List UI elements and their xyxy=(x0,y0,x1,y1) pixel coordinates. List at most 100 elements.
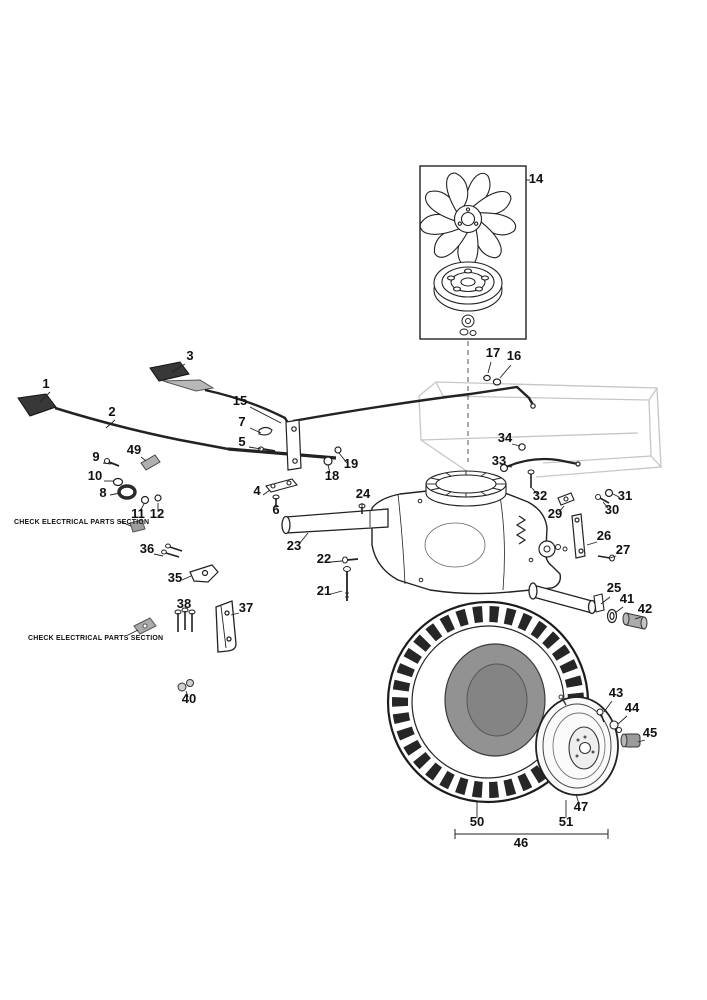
leader-line xyxy=(118,520,132,527)
leader-line xyxy=(637,739,646,743)
part-callout-4: 4 xyxy=(253,483,261,498)
leader-line xyxy=(109,492,121,496)
part-callout-51: 51 xyxy=(559,814,573,829)
leader-line xyxy=(602,501,609,509)
hub-cap-45 xyxy=(620,733,641,748)
leader-line xyxy=(171,363,186,373)
hub-bolt-43 xyxy=(596,708,605,723)
leader-line xyxy=(140,456,147,462)
stud-22 xyxy=(342,556,359,564)
part-callout-36: 36 xyxy=(140,541,154,556)
screws-36 xyxy=(161,543,183,558)
cooling-fan xyxy=(416,169,518,270)
section-note: CHECK ELECTRICAL PARTS SECTION xyxy=(14,519,149,526)
nut-11 xyxy=(140,495,150,505)
part-callout-34: 34 xyxy=(498,430,513,445)
leader-line xyxy=(248,446,262,450)
leader-line xyxy=(575,793,580,805)
leader-line xyxy=(39,391,51,403)
leader-line xyxy=(487,361,492,374)
leader-line xyxy=(330,560,343,563)
cross-shaft xyxy=(227,447,337,460)
leader-line xyxy=(298,532,309,545)
leader-line xyxy=(127,629,139,636)
section-note: CHECK ELECTRICAL PARTS SECTION xyxy=(28,635,163,642)
leader-line xyxy=(327,464,331,474)
part-callout-27: 27 xyxy=(616,542,630,557)
fan-retainer xyxy=(459,314,477,336)
part-callout-29: 29 xyxy=(548,506,562,521)
part-callout-19: 19 xyxy=(344,456,358,471)
nut-34 xyxy=(518,443,526,451)
clip-7 xyxy=(258,426,273,436)
brake-rod xyxy=(204,388,293,429)
part-callout-17: 17 xyxy=(486,345,500,360)
leader-line xyxy=(612,493,620,498)
leader-line xyxy=(614,606,624,614)
tire xyxy=(386,600,590,804)
leader-line xyxy=(262,489,271,496)
leader-line xyxy=(609,555,617,559)
brake-parts xyxy=(515,515,568,558)
support-bracket-15 xyxy=(285,419,302,471)
part-callout-33: 33 xyxy=(492,453,506,468)
washer-10 xyxy=(112,477,124,487)
clutch-pulley xyxy=(433,261,503,312)
leader-line xyxy=(338,452,348,464)
part-callout-31: 31 xyxy=(618,488,632,503)
fan-pulley-detail-box xyxy=(416,165,527,340)
part-callout-35: 35 xyxy=(168,570,182,585)
part-callout-38: 38 xyxy=(177,596,191,611)
bolt-27 xyxy=(597,554,615,562)
part-callout-40: 40 xyxy=(182,691,196,706)
part-callout-1: 1 xyxy=(42,376,49,391)
part-callout-2: 2 xyxy=(108,404,115,419)
part-callout-37: 37 xyxy=(239,600,253,615)
screw-30 xyxy=(595,494,610,504)
brake-lever-33 xyxy=(499,457,581,473)
washer-31 xyxy=(604,488,614,498)
part-callout-3: 3 xyxy=(186,348,193,363)
axle-tube-23 xyxy=(281,508,389,535)
part-callout-21: 21 xyxy=(317,583,331,598)
leader-line xyxy=(330,590,343,595)
part-callout-18: 18 xyxy=(325,468,339,483)
part-callout-43: 43 xyxy=(609,685,623,700)
electrical-bracket-lower xyxy=(133,617,157,635)
transmission-top-pulley xyxy=(425,470,507,507)
bushing-42 xyxy=(622,612,648,630)
part-callout-32: 32 xyxy=(533,488,547,503)
part-callout-8: 8 xyxy=(99,485,106,500)
part-callout-16: 16 xyxy=(507,348,521,363)
part-callout-42: 42 xyxy=(638,601,652,616)
leader-line xyxy=(181,575,192,581)
leader-line xyxy=(139,503,145,512)
hub-washers-44 xyxy=(609,720,623,734)
part-callout-46: 46 xyxy=(514,835,528,850)
part-callout-49: 49 xyxy=(127,442,141,457)
part-callout-45: 45 xyxy=(643,725,657,740)
brake-lever-grip xyxy=(149,361,190,382)
leader-line xyxy=(230,612,240,616)
part-callout-25: 25 xyxy=(607,580,621,595)
washer-41 xyxy=(606,608,618,624)
part-callout-47: 47 xyxy=(574,799,588,814)
leader-line xyxy=(185,690,189,698)
leader-line xyxy=(505,465,513,468)
lever-assembly xyxy=(17,361,342,507)
bolts-38 xyxy=(174,607,196,632)
lever-link-plate xyxy=(162,379,215,392)
part-callout-5: 5 xyxy=(238,434,245,449)
bracket-29 xyxy=(557,492,575,506)
spacer-49 xyxy=(140,454,161,471)
ring-8 xyxy=(117,484,137,500)
leader-line xyxy=(600,596,611,605)
part-callout-6: 6 xyxy=(272,502,279,517)
part-callout-26: 26 xyxy=(597,528,611,543)
bolt-5 xyxy=(258,446,276,452)
leader-line xyxy=(153,553,164,557)
part-callout-7: 7 xyxy=(238,414,245,429)
right-axle xyxy=(528,582,597,615)
bolt-32 xyxy=(527,469,535,488)
